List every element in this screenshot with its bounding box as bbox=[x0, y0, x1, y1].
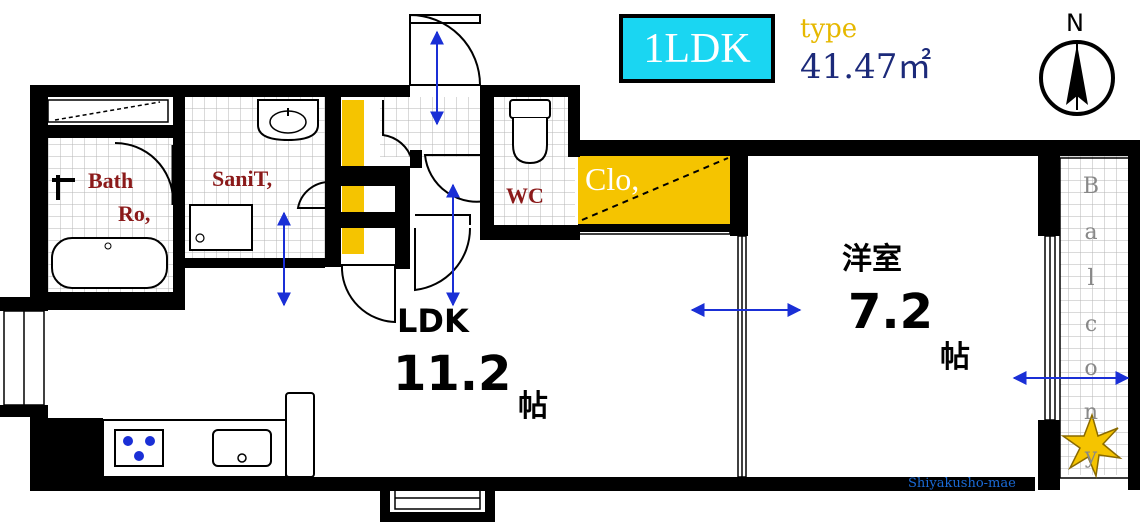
shower-tray bbox=[189, 204, 253, 251]
storage-strip-2 bbox=[342, 186, 364, 212]
balcony-letter: a bbox=[1084, 220, 1098, 245]
area-value: 41.47㎡ bbox=[800, 47, 932, 87]
faucet-icon bbox=[52, 175, 75, 200]
balcony-letter: l bbox=[1087, 266, 1095, 291]
ldk-label: LDK bbox=[397, 302, 469, 340]
kitchen-sink-icon bbox=[212, 429, 272, 467]
north-label: N bbox=[1066, 9, 1084, 37]
type-badge-label: 1LDK bbox=[643, 25, 751, 72]
western-room-label: 洋室 bbox=[842, 242, 902, 277]
ldk-unit: 帖 bbox=[518, 389, 548, 424]
type-badge: 1LDK bbox=[619, 14, 775, 83]
ldk-size: 11.2 bbox=[393, 346, 512, 402]
star-flower-icon bbox=[1060, 412, 1123, 479]
balcony-letter: B bbox=[1082, 174, 1100, 199]
western-room-unit: 帖 bbox=[940, 340, 970, 375]
bath-label-line2: Ro, bbox=[118, 201, 151, 226]
balcony-floor bbox=[1060, 155, 1130, 475]
bathtub-icon bbox=[51, 237, 168, 289]
western-room-size: 7.2 bbox=[848, 284, 934, 340]
doors bbox=[114, 13, 491, 324]
storage-strip-1 bbox=[342, 100, 364, 166]
toilet-icon bbox=[509, 99, 551, 165]
type-label: type bbox=[800, 14, 858, 44]
walls bbox=[0, 85, 1140, 522]
balcony-letter: c bbox=[1084, 312, 1098, 337]
balcony-letter: n bbox=[1083, 400, 1099, 425]
thin-lines bbox=[3, 99, 1131, 510]
sanitary-label: SaniT, bbox=[212, 166, 273, 191]
closet-label: Clo, bbox=[585, 161, 640, 197]
closet-diagonal bbox=[581, 157, 729, 221]
stove-icon bbox=[114, 429, 164, 467]
bath-label-line1: Bath bbox=[88, 168, 134, 193]
storage-strip-3 bbox=[342, 228, 364, 254]
balcony-letter: y bbox=[1084, 444, 1098, 469]
balcony-letter: o bbox=[1084, 356, 1098, 381]
hall-floor bbox=[380, 97, 480, 157]
station-label: Shiyakusho-mae bbox=[908, 476, 1016, 491]
sink-icon bbox=[257, 99, 319, 142]
dimension-arrows bbox=[277, 30, 1130, 385]
compass-icon bbox=[1039, 40, 1115, 116]
fridge-space bbox=[285, 392, 315, 478]
wc-label: WC bbox=[506, 183, 544, 208]
